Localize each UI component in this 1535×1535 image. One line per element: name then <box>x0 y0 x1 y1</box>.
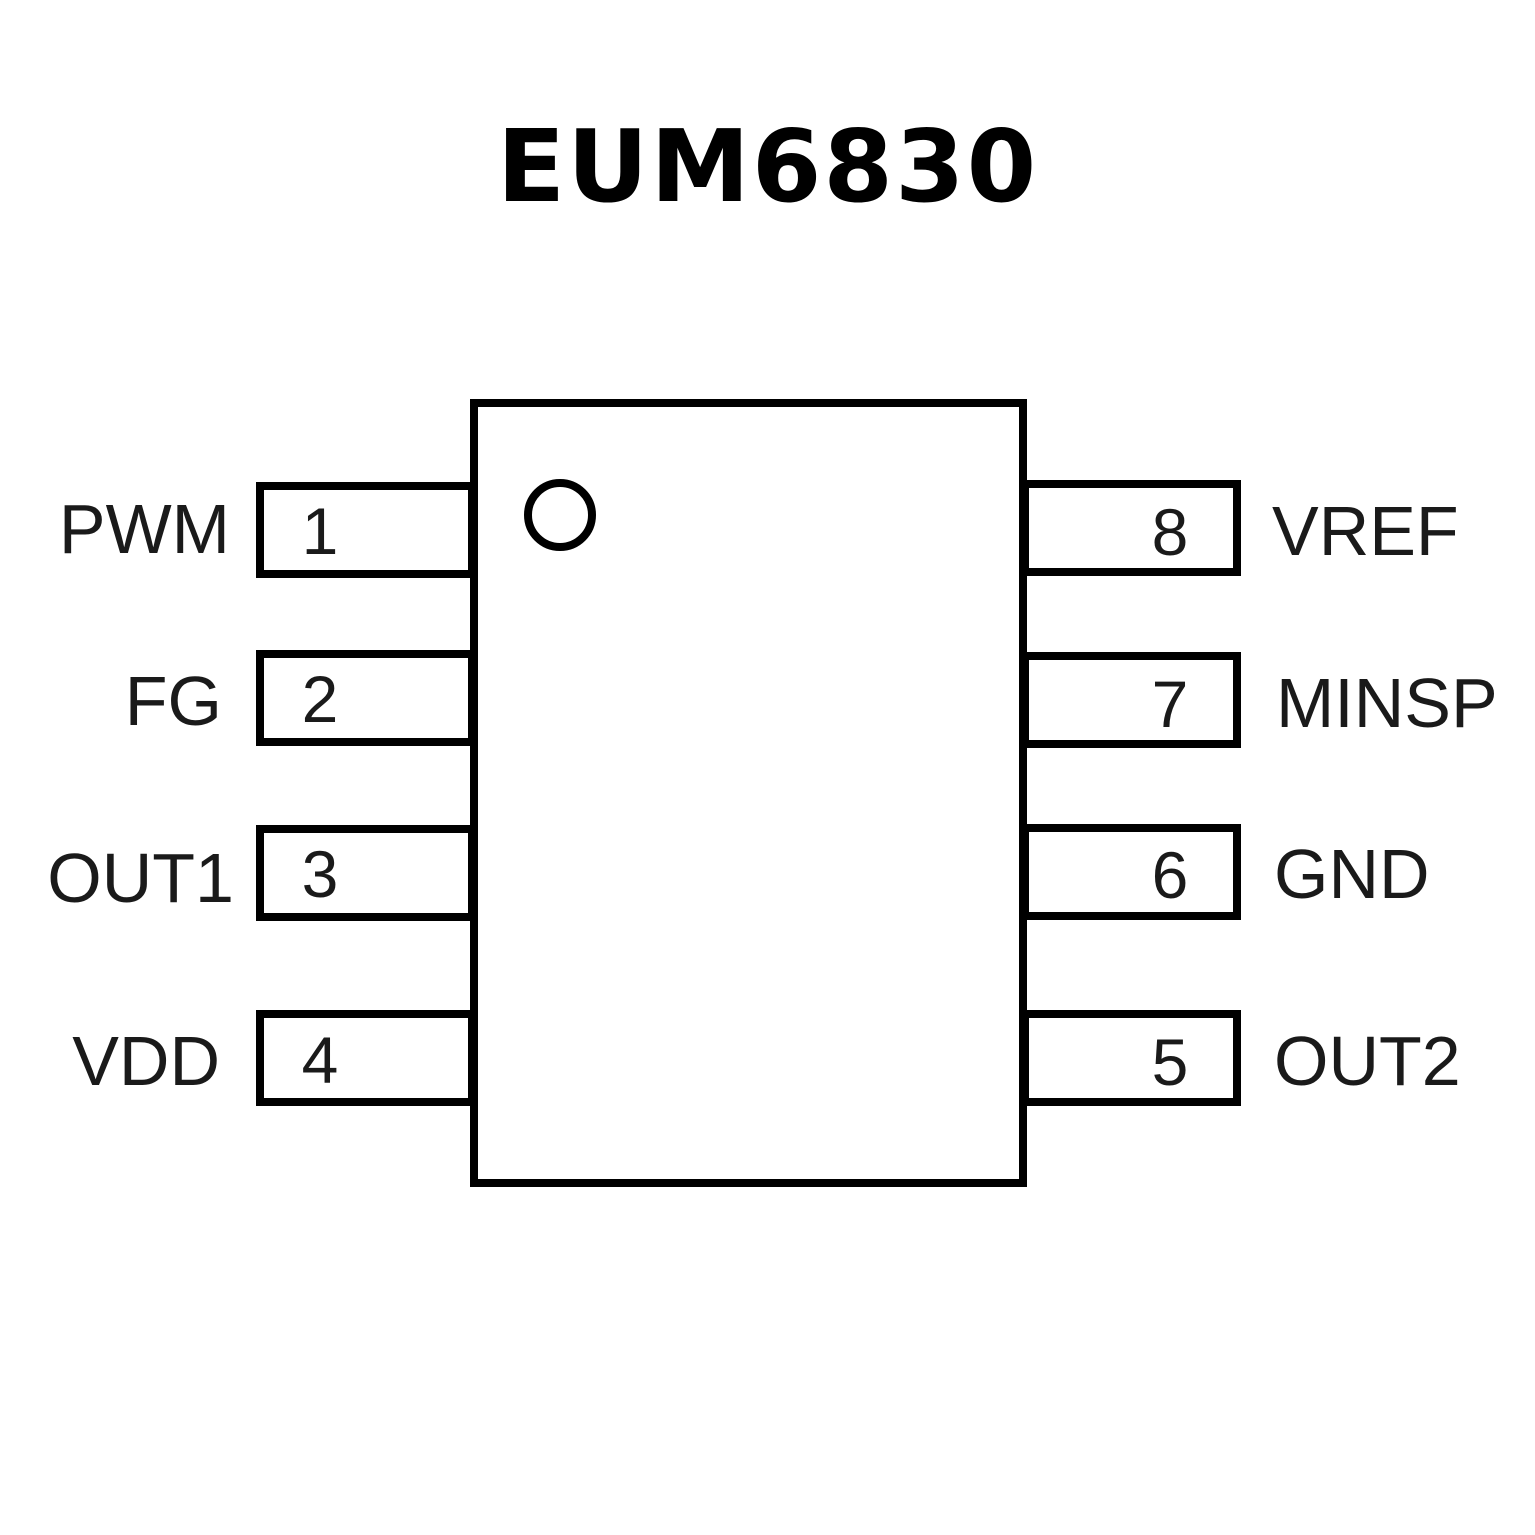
pin-8-number: 8 <box>1152 495 1189 569</box>
pin-1: 1 PWM <box>59 482 476 578</box>
pin-6-lead <box>1021 824 1241 920</box>
pin-3-name: OUT1 <box>47 839 234 917</box>
pin-6-number: 6 <box>1152 838 1189 912</box>
pin-2: 2 FG <box>125 650 476 746</box>
pin-7: 7 MINSP <box>1021 652 1498 748</box>
pin-7-name: MINSP <box>1276 664 1498 742</box>
pin-4-lead <box>256 1010 476 1106</box>
pin-8-name: VREF <box>1272 492 1459 570</box>
pin-3-number: 3 <box>302 837 339 911</box>
pin-1-lead <box>256 482 476 578</box>
pin-1-name: PWM <box>59 490 230 568</box>
pin-7-lead <box>1021 652 1241 748</box>
pin-4-name: VDD <box>72 1022 220 1100</box>
pin1-marker-icon <box>524 479 596 551</box>
pin-1-number: 1 <box>302 494 339 568</box>
pin-2-name: FG <box>125 662 222 740</box>
pin-3: 3 OUT1 <box>47 825 476 921</box>
pin-2-lead <box>256 650 476 746</box>
pin-7-number: 7 <box>1152 667 1189 741</box>
pin-3-lead <box>256 825 476 921</box>
pin-5-lead <box>1021 1010 1241 1106</box>
pin-5: 5 OUT2 <box>1021 1010 1461 1106</box>
pin-4-number: 4 <box>302 1023 339 1097</box>
pin-8-lead <box>1021 480 1241 576</box>
chip-title: EUM6830 <box>496 108 1039 225</box>
pin-4: 4 VDD <box>72 1010 476 1106</box>
pin-5-number: 5 <box>1152 1025 1189 1099</box>
chip-body <box>470 399 1027 1187</box>
pin-8: 8 VREF <box>1021 480 1459 576</box>
pin-2-number: 2 <box>302 662 339 736</box>
pin-5-name: OUT2 <box>1274 1022 1461 1100</box>
pin-6-name: GND <box>1274 835 1430 913</box>
pin-6: 6 GND <box>1021 824 1430 920</box>
